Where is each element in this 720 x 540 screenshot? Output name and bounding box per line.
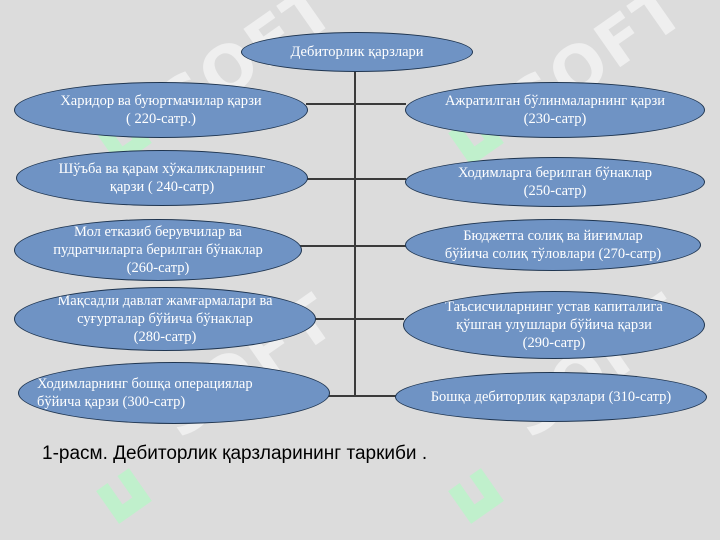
- branch-line: [306, 178, 406, 180]
- right-node-3: Бюджетга солиқ ва йиғимлар бўйича солиқ …: [405, 219, 701, 271]
- watermark-logo-icon: [448, 468, 504, 524]
- right-node-5: Бошқа дебиторлик қарзлари (310-сатр): [395, 372, 707, 422]
- left-node-3: Мол етказиб берувчилар ва пудратчиларга …: [14, 219, 302, 281]
- root-label: Дебиторлик қарзлари: [290, 44, 424, 60]
- left-node-1-label: Харидор ва буюртмачилар қарзи ( 220-сатр…: [60, 93, 262, 127]
- root-node: Дебиторлик қарзлари: [241, 32, 473, 72]
- figure-caption: 1-расм. Дебиторлик қарзларининг таркиби …: [42, 443, 428, 464]
- trunk-line: [354, 70, 356, 396]
- right-node-4: Таъсисчиларнинг устав капиталига қўшган …: [403, 291, 705, 359]
- right-node-3-label: Бюджетга солиқ ва йиғимлар бўйича солиқ …: [444, 228, 662, 262]
- watermark-logo-icon: [96, 468, 152, 524]
- left-node-1: Харидор ва буюртмачилар қарзи ( 220-сатр…: [14, 82, 308, 138]
- right-node-1: Ажратилган бўлинмаларнинг қарзи (230-сат…: [405, 82, 705, 138]
- left-node-3-label: Мол етказиб берувчилар ва пудратчиларга …: [53, 224, 263, 276]
- left-node-4: Мақсадли давлат жамғармалари ва суғуртал…: [14, 287, 316, 351]
- left-node-5: Ходимларнинг бошқа операциялар бўйича қа…: [18, 362, 330, 424]
- left-node-2-label: Шўъба ва қарам хўжаликларнинг қарзи ( 24…: [58, 161, 266, 195]
- right-node-4-label: Таъсисчиларнинг устав капиталига қўшган …: [445, 299, 663, 351]
- right-node-1-label: Ажратилган бўлинмаларнинг қарзи (230-сат…: [444, 93, 666, 127]
- right-node-2: Ходимларга берилган бўнаклар (250-сатр): [405, 157, 705, 207]
- left-node-4-label: Мақсадли давлат жамғармалари ва суғуртал…: [57, 293, 273, 345]
- branch-line: [314, 318, 404, 320]
- right-node-2-label: Ходимларга берилган бўнаклар (250-сатр): [457, 165, 653, 199]
- branch-line: [306, 103, 406, 105]
- branch-line: [328, 395, 396, 397]
- right-node-5-label: Бошқа дебиторлик қарзлари (310-сатр): [430, 389, 672, 405]
- left-node-2: Шўъба ва қарам хўжаликларнинг қарзи ( 24…: [16, 150, 308, 206]
- branch-line: [300, 245, 406, 247]
- left-node-5-label: Ходимларнинг бошқа операциялар бўйича қа…: [37, 376, 253, 410]
